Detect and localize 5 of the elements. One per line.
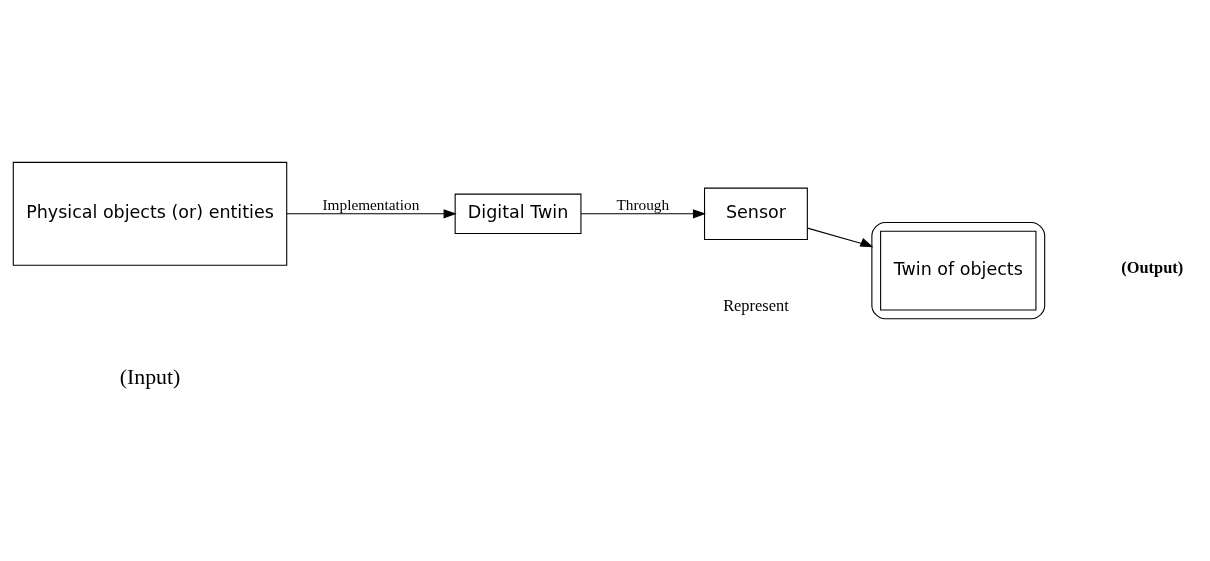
label: Represent bbox=[723, 295, 789, 315]
label: (Input) bbox=[119, 365, 181, 390]
edge-label: Through bbox=[616, 195, 670, 213]
edge-label: Implementation bbox=[322, 195, 420, 213]
label: (Output) bbox=[1121, 258, 1184, 278]
